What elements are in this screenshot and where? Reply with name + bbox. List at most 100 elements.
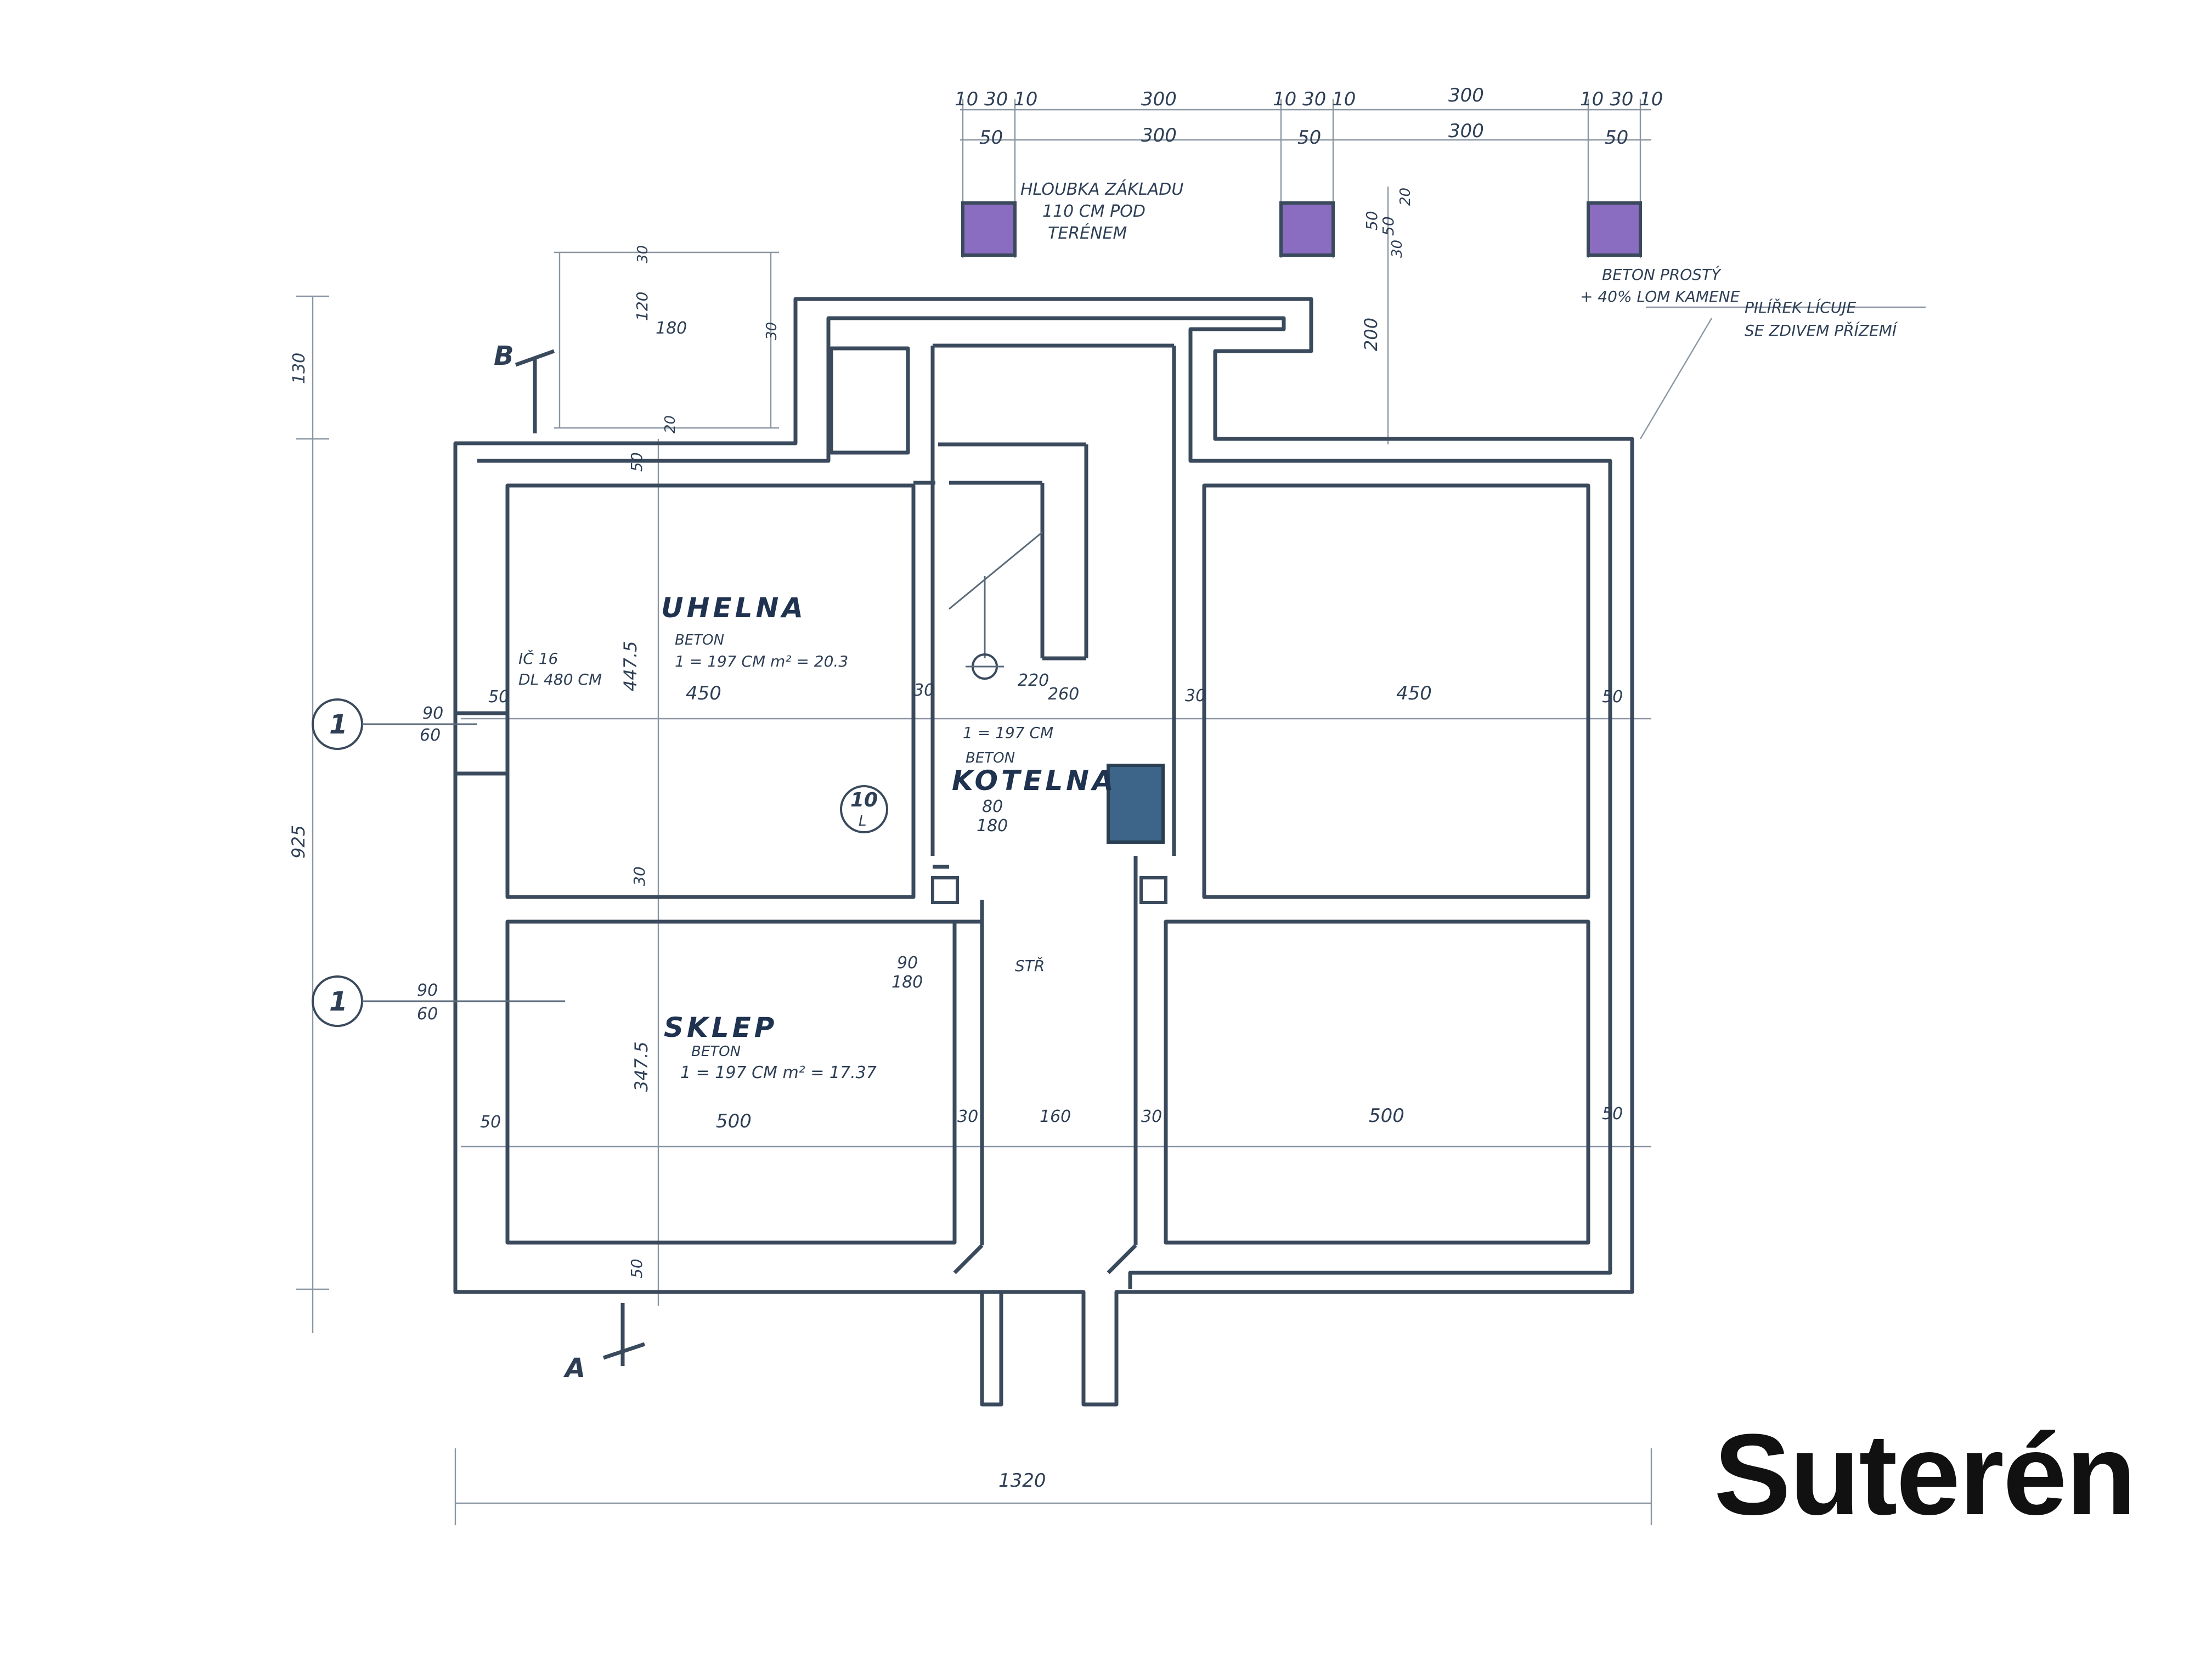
room-uhelna-material: BETON (675, 632, 724, 648)
dim-w50-b: 50 (480, 1113, 501, 1132)
dim-top-c2: 50 (1297, 127, 1321, 149)
dim-pit-180: 180 (656, 319, 687, 338)
dim-pit-20: 20 (662, 415, 679, 433)
axis-1b-label: 1 (329, 986, 347, 1017)
room-sklep-name: SKLEP (664, 1012, 777, 1043)
walls (453, 297, 1634, 1407)
dim-top-b2: 300 (1141, 125, 1177, 146)
dim-w30-e: 30 (630, 866, 648, 886)
dim-pit-120: 120 (633, 292, 651, 321)
dim-win-60-b: 60 (417, 1005, 438, 1024)
dim-w50-a: 50 (488, 687, 509, 707)
room-sklep (505, 919, 984, 1245)
room-uhelna-height: 447.5 (620, 641, 641, 691)
axis-1a-label: 1 (329, 709, 347, 740)
section-b-label: B (494, 341, 514, 371)
dim-stair-220: 220 (1018, 671, 1049, 690)
room-kotelna-opening2: 180 (977, 816, 1008, 836)
dim-w30-f: 30 (764, 322, 780, 340)
column-left (931, 876, 959, 904)
dim-w50-g: 50 (1379, 216, 1397, 236)
note-foundation-3: TERÉNEM (1048, 223, 1127, 243)
room-sklep-spec: 1 = 197 CM m² = 17.37 (680, 1063, 877, 1082)
dim-win-90-b: 90 (417, 981, 438, 1000)
dim-top-a: 10 30 10 (955, 88, 1037, 110)
axis-marker-1b (312, 975, 565, 1027)
room-sklep-width: 500 (716, 1110, 752, 1132)
dim-upper-200: 200 (1361, 318, 1381, 351)
dim-w30-d: 30 (1141, 1107, 1162, 1126)
door-tag-label: 10 (850, 789, 878, 811)
room-kotelna-name: KOTELNA (952, 765, 1117, 797)
room-uhelna-name: UHELNA (661, 592, 806, 624)
room-kotelna-material: BETON (966, 750, 1015, 766)
note-foundation-2: 110 CM POD (1042, 202, 1146, 221)
section-a-label: A (563, 1353, 585, 1384)
dim-win-90-a: 90 (422, 704, 443, 723)
chimney (1107, 764, 1165, 844)
room-right-bottom-width: 500 (1369, 1105, 1404, 1127)
room-uhelna-spec: 1 = 197 CM m² = 20.3 (675, 652, 848, 670)
note-pillar-2: SE ZDIVEM PŘÍZEMÍ (1745, 321, 1898, 340)
axis-marker-1a (312, 698, 477, 750)
stairs (949, 531, 1043, 680)
dim-left-total: 925 (288, 825, 309, 859)
dim-w50-e: 50 (628, 452, 646, 472)
dim-top-d2: 300 (1448, 120, 1484, 142)
dim-top-c: 10 30 10 (1273, 88, 1356, 110)
room-right-top (1202, 483, 1590, 899)
dim-w50-c: 50 (1602, 687, 1623, 707)
outer-wall (453, 297, 1634, 1407)
room-uhelna-width: 450 (686, 682, 721, 704)
section-marker-a (602, 1303, 646, 1366)
dim-top-e2: 50 (1605, 127, 1628, 149)
dim-upper-20: 20 (1397, 188, 1414, 206)
dim-top-a2: 50 (979, 127, 1003, 149)
door-tag-marker (840, 785, 888, 833)
dim-door-90: 90 (897, 953, 918, 973)
note-beton-1: BETON PROSTÝ (1602, 265, 1722, 284)
footing-pillars (961, 201, 1642, 257)
pillar-1 (961, 201, 1017, 257)
dim-stair-label: STŘ (1015, 956, 1045, 975)
note-beton-2: + 40% LOM KAMENE (1580, 287, 1740, 306)
note-pillar-1: PILÍŘEK LÍCUJE (1745, 298, 1857, 317)
dim-top-130: 130 (290, 353, 309, 384)
note-foundation-1: HLOUBKA ZÁKLADU (1020, 179, 1183, 199)
dim-pit-30: 30 (635, 245, 651, 263)
dim-upper-50: 50 (1363, 211, 1381, 230)
room-sklep-material: BETON (691, 1043, 741, 1060)
section-marker-b (515, 349, 555, 433)
dim-w30-b: 30 (1185, 686, 1206, 706)
dim-top-b: 300 (1141, 88, 1177, 110)
room-uhelna (453, 483, 916, 899)
column-right (1139, 876, 1167, 904)
room-kotelna-spec: 1 = 197 CM (963, 724, 1053, 742)
dim-w30-c: 30 (957, 1107, 978, 1126)
dim-top-e: 10 30 10 (1580, 88, 1663, 110)
inner-wall (477, 316, 1612, 1289)
dim-overall: 1320 (998, 1470, 1046, 1492)
room-kotelna (913, 481, 1165, 1274)
pillar-2 (1279, 201, 1335, 257)
dim-door-180: 180 (891, 973, 923, 992)
dim-upper-30: 30 (1389, 240, 1406, 258)
dim-w160: 160 (1040, 1107, 1071, 1126)
room-sklep-height: 347.5 (631, 1041, 652, 1092)
room-right-top-width: 450 (1396, 682, 1432, 704)
dim-w50-f: 50 (628, 1259, 646, 1278)
page-caption: Suterén (1714, 1410, 2136, 1539)
room-uhelna-window: IČ 16 (518, 649, 558, 668)
dim-stair-260: 260 (1048, 685, 1079, 704)
dim-top-d: 300 (1448, 84, 1484, 106)
dim-w50-d: 50 (1602, 1104, 1623, 1124)
dim-w30-a: 30 (913, 681, 934, 700)
room-kotelna-opening: 80 (982, 797, 1003, 816)
room-uhelna-window2: DL 480 CM (518, 670, 602, 689)
pillar-3 (1587, 201, 1642, 257)
light-shaft (829, 346, 910, 455)
door-tag-sub: L (859, 813, 867, 830)
dim-win-60-a: 60 (420, 726, 441, 745)
room-right-bottom (1164, 919, 1590, 1245)
